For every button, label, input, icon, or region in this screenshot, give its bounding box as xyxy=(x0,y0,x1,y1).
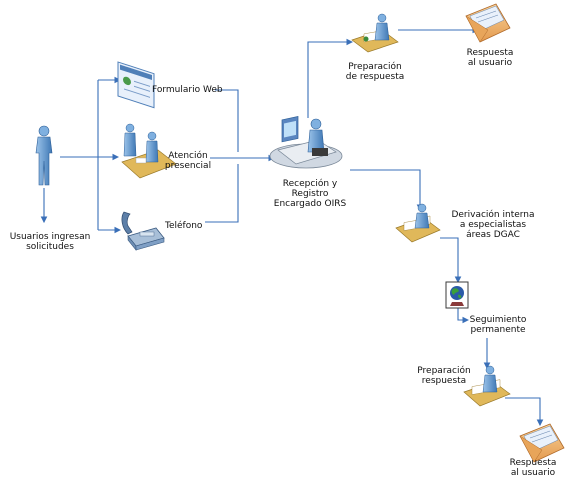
office-worker-icon xyxy=(395,203,441,243)
reception-desk-icon xyxy=(269,116,343,169)
envelope-icon xyxy=(519,423,565,463)
connector-tracking-to-seguimiento xyxy=(457,306,470,324)
office-worker-icon xyxy=(351,13,399,53)
connector-web-merge xyxy=(215,89,239,152)
connector-reception-to-prep-top xyxy=(307,38,354,118)
label-respuesta-top: Respuesta al usuario xyxy=(466,48,514,68)
globe-tracking-icon xyxy=(445,281,469,309)
label-usuarios: Usuarios ingresan solicitudes xyxy=(9,232,91,252)
label-derivacion: Derivación interna a especialistas áreas… xyxy=(451,210,535,240)
label-recepcion: Recepción y Registro Encargado OIRS xyxy=(273,179,347,209)
person-icon xyxy=(35,125,53,186)
office-worker-icon xyxy=(463,365,511,407)
telephone-icon xyxy=(121,211,165,251)
label-respuesta-bottom: Respuesta al usuario xyxy=(509,458,557,478)
envelope-icon xyxy=(465,3,511,43)
web-form-icon xyxy=(117,61,155,109)
connector-derivacion-to-tracking xyxy=(440,237,462,284)
in-person-service-icon xyxy=(121,123,177,179)
connector-prep-to-envelope-bottom xyxy=(505,397,544,427)
label-seguimiento: Seguimiento permanente xyxy=(469,315,527,335)
connector-telefono-merge xyxy=(205,164,239,223)
connectors xyxy=(40,26,544,427)
label-formulario-web: Formulario Web xyxy=(152,85,223,95)
label-preparacion-top: Preparación de respuesta xyxy=(345,62,405,82)
label-telefono: Teléfono xyxy=(165,221,203,231)
label-atencion-presencial: Atención presencial xyxy=(164,151,212,171)
connector-reception-to-derivacion xyxy=(350,169,424,212)
label-preparacion-bottom: Preparación respuesta xyxy=(417,366,471,386)
